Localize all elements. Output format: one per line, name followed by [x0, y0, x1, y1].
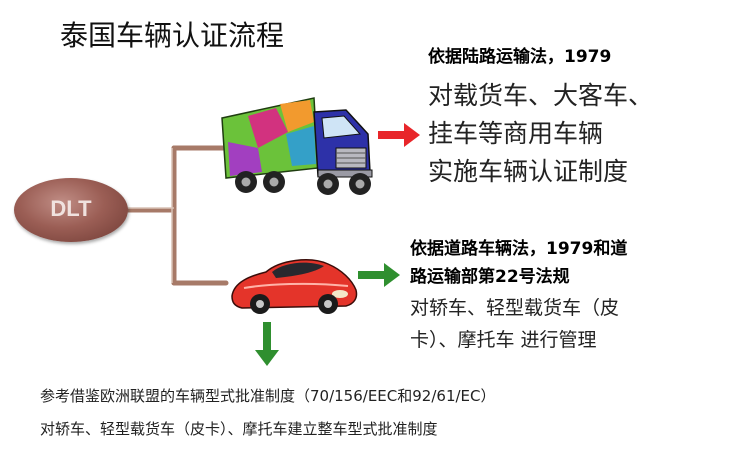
branch1-description-line-1: 对载货车、大客车、: [428, 81, 654, 110]
dlt-node-label: DLT: [50, 196, 92, 221]
branch2-law-line-1: 依据道路车辆法，1979和道: [410, 239, 628, 259]
footer-line-1: 参考借鉴欧洲联盟的车辆型式批准制度（70/156/EEC和92/61/EC）: [40, 387, 496, 405]
page-title: 泰国车辆认证流程: [60, 19, 285, 52]
red-arrow-right-icon: [378, 123, 420, 147]
truck-icon: [221, 97, 373, 195]
branch2-description-line-2: 卡）、摩托车 进行管理: [410, 329, 597, 351]
sports-car-icon: [231, 259, 358, 314]
footer-line-2: 对轿车、轻型载货车（皮卡）、摩托车建立整车型式批准制度: [40, 420, 438, 438]
branch1-description-line-3: 实施车辆认证制度: [428, 157, 629, 186]
green-arrow-down-icon: [255, 322, 279, 366]
branch2-law-line-2: 路运输部第22号法规: [410, 267, 570, 287]
green-arrow-right-icon: [358, 263, 400, 287]
dlt-node: [14, 178, 128, 242]
branch1-description-line-2: 挂车等商用车辆: [428, 119, 604, 148]
branch1-law: 依据陆路运输法，1979: [428, 47, 612, 67]
branch2-description-line-1: 对轿车、轻型载货车（皮: [410, 297, 620, 319]
